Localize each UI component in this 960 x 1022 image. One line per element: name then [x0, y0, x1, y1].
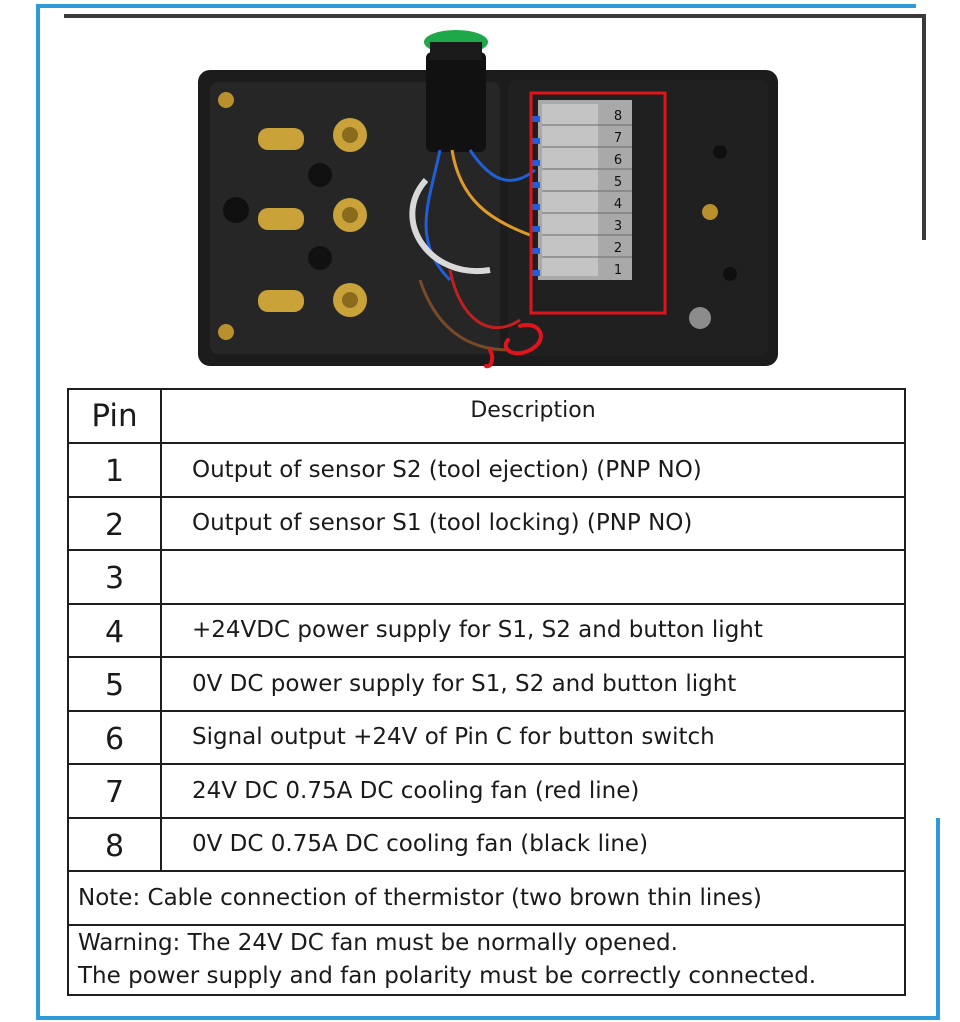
table-row: 7 24V DC 0.75A DC cooling fan (red line) [67, 763, 906, 819]
brass-pins [258, 118, 367, 317]
note-text: Note: Cable connection of thermistor (tw… [67, 870, 906, 926]
terminal-label-3: 3 [614, 219, 622, 234]
pin-description-table: Pin Description 1 Output of sensor S2 (t… [67, 388, 906, 996]
table-header-row: Pin Description [67, 388, 906, 444]
pin-description: Signal output +24V of Pin C for button s… [160, 709, 906, 765]
header-description: Description [160, 388, 906, 444]
pin-description: Output of sensor S1 (tool locking) (PNP … [160, 495, 906, 551]
terminal-label-6: 6 [614, 153, 622, 168]
connector-box-photo: 8 7 6 5 4 3 2 1 [198, 30, 778, 369]
terminal-label-2: 2 [614, 241, 622, 256]
pin-description: 0V DC power supply for S1, S2 and button… [160, 656, 906, 712]
red-mark [484, 322, 543, 369]
pin-number: 2 [67, 495, 162, 551]
frame-line-top-inner [64, 14, 926, 18]
pin-description: 0V DC 0.75A DC cooling fan (black line) [160, 816, 906, 872]
pin-number: 5 [67, 656, 162, 712]
pin-number: 4 [67, 602, 162, 658]
table-row: 3 [67, 549, 906, 605]
table-row: 6 Signal output +24V of Pin C for button… [67, 709, 906, 765]
frame-line-top [38, 4, 916, 8]
wires [409, 149, 536, 352]
pin-number: 3 [67, 549, 162, 605]
table-row: 4 +24VDC power supply for S1, S2 and but… [67, 602, 906, 658]
pin-number: 7 [67, 763, 162, 819]
warning-row: Warning: The 24V DC fan must be normally… [67, 924, 906, 996]
frame-line-right-inner [922, 14, 926, 240]
screw [702, 204, 718, 220]
warning-line-1: Warning: The 24V DC fan must be normally… [78, 930, 678, 956]
warning-text: Warning: The 24V DC fan must be normally… [67, 924, 906, 996]
terminal-label-5: 5 [614, 175, 622, 190]
pin-description [160, 549, 906, 605]
terminal-block: 8 7 6 5 4 3 2 1 [530, 100, 632, 280]
pin-description: Output of sensor S2 (tool ejection) (PNP… [160, 442, 906, 498]
pin-number: 8 [67, 816, 162, 872]
pin-number: 1 [67, 442, 162, 498]
header-pin: Pin [67, 388, 162, 444]
terminal-label-7: 7 [614, 131, 622, 146]
frame-line-bottom [36, 1016, 940, 1020]
terminal-label-4: 4 [614, 197, 622, 212]
table-row: 1 Output of sensor S2 (tool ejection) (P… [67, 442, 906, 498]
pin-number: 6 [67, 709, 162, 765]
note-row: Note: Cable connection of thermistor (tw… [67, 870, 906, 926]
table-row: 5 0V DC power supply for S1, S2 and butt… [67, 656, 906, 712]
terminal-label-1: 1 [614, 263, 622, 278]
highlight-box [529, 91, 667, 315]
frame-line-right [936, 818, 940, 1020]
warning-line-2: The power supply and fan polarity must b… [78, 963, 817, 989]
push-button-housing [426, 52, 486, 152]
table-row: 8 0V DC 0.75A DC cooling fan (black line… [67, 816, 906, 872]
terminal-label-8: 8 [614, 109, 622, 124]
table-row: 2 Output of sensor S1 (tool locking) (PN… [67, 495, 906, 551]
pin-description: 24V DC 0.75A DC cooling fan (red line) [160, 763, 906, 819]
screw [218, 92, 234, 108]
frame-line-left [36, 4, 40, 1020]
screw [218, 324, 234, 340]
pin-description: +24VDC power supply for S1, S2 and butto… [160, 602, 906, 658]
